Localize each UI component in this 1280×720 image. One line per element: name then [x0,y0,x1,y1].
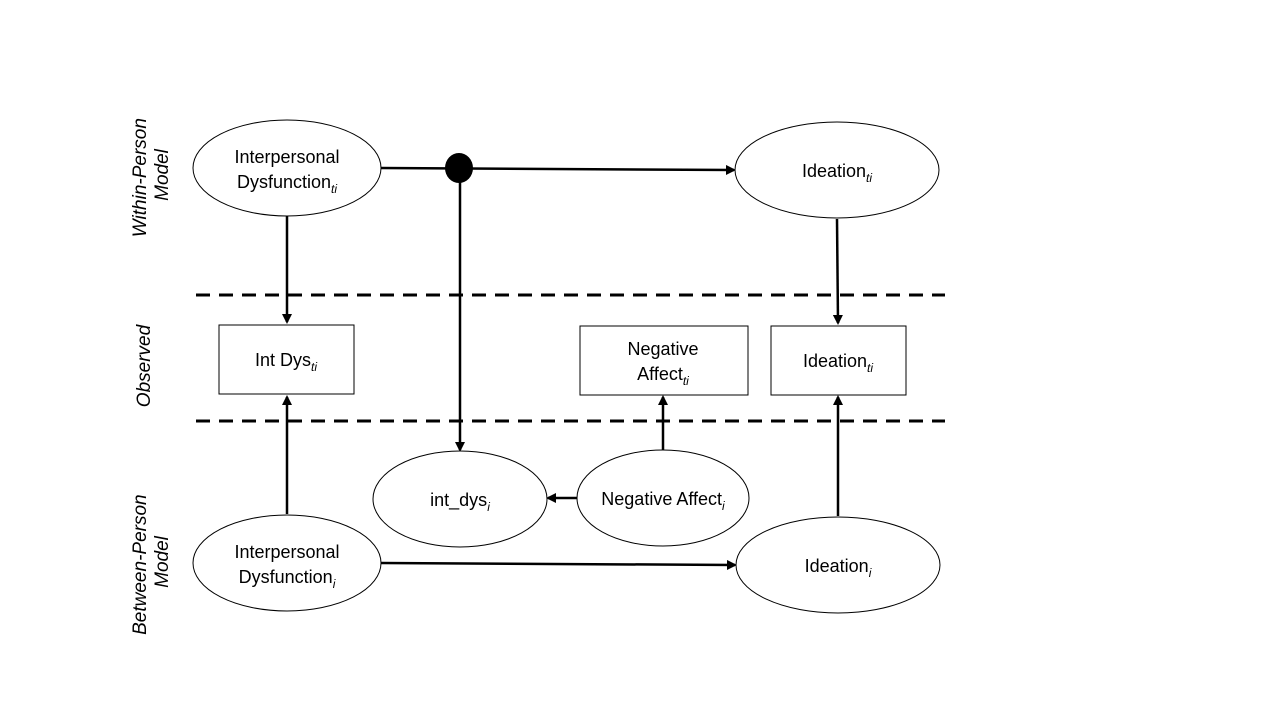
node-label-subscript: ti [331,182,337,196]
node-label: int_dysi [430,490,490,514]
node-label: Negative [627,339,698,359]
node-int-dys-ti-observed: Int Dysti [218,324,355,395]
node-label-text: int_dys [430,490,487,511]
node-shape [192,514,382,612]
node-label-text: Negative Affect [601,489,722,509]
node-label-subscript: i [333,577,336,591]
node-ideation-i: Ideationi [735,516,941,614]
node-label-text: Interpersonal [234,147,339,167]
node-label-subscript: i [869,566,872,580]
arrow-intdys-ti-to-ideation-ti [379,164,736,175]
node-int-dys-i: int_dysi [372,450,548,548]
node-label: Interpersonal [234,147,339,167]
node-ideation-ti-latent: Ideationti [734,121,940,219]
arrow-intdys-i-to-ideation-i [379,559,737,570]
node-ideation-ti-observed: Ideationti [770,325,907,396]
node-shape [734,121,940,219]
node-label: Dysfunctioni [239,567,336,591]
node-shape [218,324,355,395]
node-label: Affectti [637,364,689,388]
section-label-observed: Observed [134,323,155,407]
node-label-subscript: ti [683,374,689,388]
section-label-between-person: Between-Person Model [130,489,173,635]
node-label-text: Ideation [802,161,866,181]
section-label-within-person: Within-Person Model [130,113,173,237]
node-label-subscript: ti [311,360,317,374]
node-label-text: Negative [627,339,698,359]
section-label-line: Observed [134,323,155,407]
node-shape [576,449,750,547]
node-label: Int Dysti [255,350,317,374]
node-label: Ideationti [802,161,872,185]
node-shape [372,450,548,548]
node-label-text: Int Dys [255,350,311,370]
node-label: Ideationi [805,556,872,580]
section-label-line: Between-Person [130,494,151,634]
node-label: Interpersonal [234,542,339,562]
node-label-text: Dysfunction [237,172,331,192]
moderation-node [445,153,473,183]
node-label-subscript: i [487,500,490,514]
node-shape [770,325,907,396]
node-label-text: Affect [637,364,683,384]
section-label-line: Model [152,535,173,588]
node-shape [735,516,941,614]
node-label-subscript: ti [866,171,872,185]
node-shape [192,119,382,217]
node-label-text: Interpersonal [234,542,339,562]
node-label-subscript: ti [867,361,873,375]
node-label-text: Ideation [805,556,869,576]
node-label-text: Ideation [803,351,867,371]
node-interpersonal-dysfunction-i: Interpersonal Dysfunctioni [192,514,382,612]
node-label-subscript: i [722,499,725,513]
arrow-ideation-ti-to-observed [832,218,843,325]
node-label: Dysfunctionti [237,172,337,196]
node-label: Negative Affecti [601,489,725,513]
node-label-text: Dysfunction [239,567,333,587]
node-negative-affect-ti-observed: Negative Affectti [579,325,749,396]
node-interpersonal-dysfunction-ti: Interpersonal Dysfunctionti [192,119,382,217]
node-shape [579,325,749,396]
node-negative-affect-i: Negative Affecti [576,449,750,547]
section-label-line: Model [152,148,173,201]
section-label-line: Within-Person [130,118,151,237]
node-label: Ideationti [803,351,873,375]
